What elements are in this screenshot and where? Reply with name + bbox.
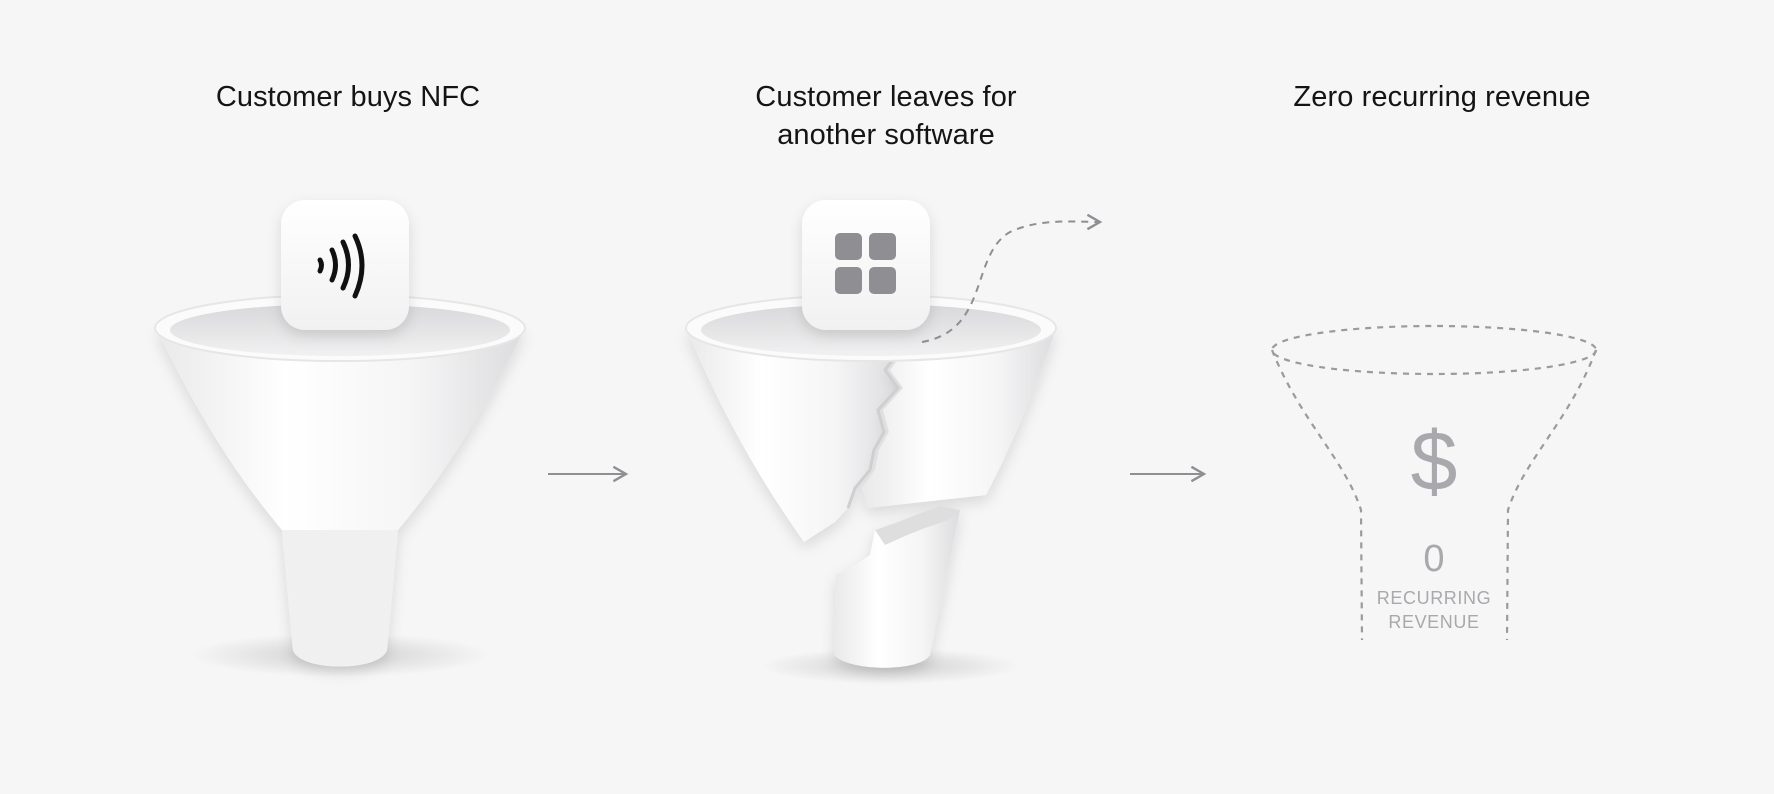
revenue-label-line2: REVENUE — [1388, 612, 1479, 632]
step-1-title: Customer buys NFC — [215, 81, 481, 113]
app-grid-icon — [835, 233, 896, 294]
dollar-sign-icon: $ — [1411, 414, 1458, 508]
revenue-label-line1: RECURRING — [1377, 588, 1491, 608]
app-grid-tile — [802, 200, 930, 330]
step-3-title: Zero recurring revenue — [1293, 81, 1591, 113]
nfc-tile — [281, 200, 409, 330]
revenue-value: 0 — [1423, 538, 1444, 580]
funnel-intact — [154, 294, 526, 677]
exit-arrow — [921, 213, 1103, 343]
nfc-contactless-icon — [317, 233, 365, 299]
funnel-empty-outline — [1270, 324, 1598, 641]
funnel-broken — [685, 294, 1057, 684]
step-2-title: Customer leaves for another software — [755, 81, 1017, 151]
